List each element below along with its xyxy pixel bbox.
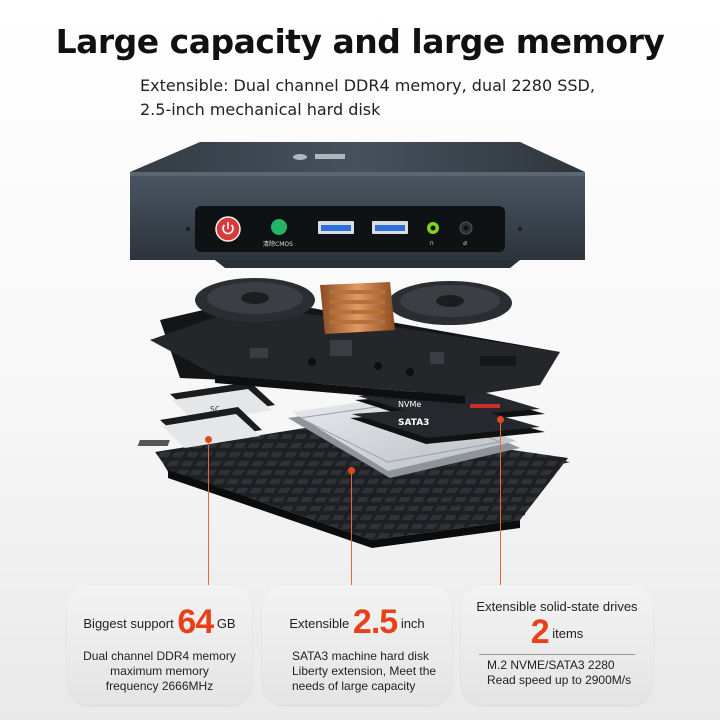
card-hdd-desc-line-1: SATA3 machine hard disk	[292, 649, 429, 663]
card-ssd-desc-line-2: Read speed up to 2900M/s	[487, 673, 632, 687]
power-icon	[222, 222, 234, 235]
card-memory-desc-line-1: Dual channel DDR4 memory	[83, 649, 236, 663]
card-ssd-unit: items	[552, 626, 584, 641]
connector-line-ram	[208, 442, 209, 592]
headphone-icon: ∩	[429, 239, 434, 247]
card-ssd-desc: M.2 NVME/SATA3 2280 Read speed up to 290…	[461, 658, 653, 688]
card-ssd-desc-line-1: M.2 NVME/SATA3 2280	[487, 658, 615, 672]
card-hdd-desc-line-3: needs of large capacity	[292, 679, 416, 693]
card-memory-desc-line-2: maximum memory	[110, 664, 209, 678]
subtitle-line-2: 2.5-inch mechanical hard disk	[140, 100, 381, 119]
card-memory-desc: Dual channel DDR4 memory maximum memory …	[67, 649, 252, 694]
connector-dot-ram	[205, 436, 212, 443]
card-memory-headline: Biggest support 64 GB	[67, 603, 252, 642]
cmos-clear-button[interactable]	[271, 219, 287, 235]
connector-line-ssd	[500, 422, 501, 590]
connector-dot-ssd	[497, 416, 504, 423]
power-button[interactable]	[215, 216, 241, 242]
case	[130, 142, 585, 268]
cmos-label: 清除CMOS	[263, 240, 293, 248]
card-hdd-prefix: Extensible	[289, 616, 350, 631]
card-hdd-headline: Extensible 2.5 inch	[262, 603, 452, 642]
ssd-label-nvme: NVMe	[398, 400, 421, 409]
headline: Large capacity and large memory	[55, 22, 665, 61]
microphone-jack[interactable]: ⌀	[459, 221, 473, 247]
card-ssd: Extensible solid-state drives 2 items M.…	[461, 585, 653, 705]
cooling-assembly	[195, 278, 512, 334]
ram-label: SC	[210, 405, 220, 414]
connector-line-hdd	[351, 473, 352, 591]
card-memory-unit: GB	[216, 616, 236, 631]
card-ssd-divider	[479, 654, 635, 655]
card-hdd-desc-line-2: Liberty extension, Meet the	[292, 664, 437, 678]
card-ssd-value: 2	[530, 613, 550, 651]
card-hdd: Extensible 2.5 inch SATA3 machine hard d…	[262, 585, 452, 705]
connector-dot-hdd	[348, 467, 355, 474]
card-hdd-desc: SATA3 machine hard disk Liberty extensio…	[262, 649, 452, 694]
card-ssd-headline: 2 items	[461, 613, 653, 652]
usb-port-1[interactable]	[318, 221, 354, 234]
card-memory-desc-line-3: frequency 2666MHz	[105, 679, 214, 693]
card-memory: Biggest support 64 GB Dual channel DDR4 …	[67, 585, 252, 705]
microphone-icon: ⌀	[463, 239, 467, 247]
usb-port-2[interactable]	[372, 221, 408, 234]
card-hdd-unit: inch	[400, 616, 425, 631]
card-memory-value: 64	[177, 603, 214, 641]
card-ssd-title: Extensible solid-state drives	[476, 599, 638, 614]
card-memory-prefix: Biggest support	[83, 616, 174, 631]
card-hdd-value: 2.5	[352, 603, 398, 641]
subtitle: Extensible: Dual channel DDR4 memory, du…	[140, 74, 660, 122]
headphone-jack[interactable]: ∩	[427, 222, 439, 247]
ram-modules: SC	[160, 382, 275, 448]
subtitle-line-1: Extensible: Dual channel DDR4 memory, du…	[140, 76, 595, 95]
ssd-label-sata: SATA3	[398, 418, 429, 428]
